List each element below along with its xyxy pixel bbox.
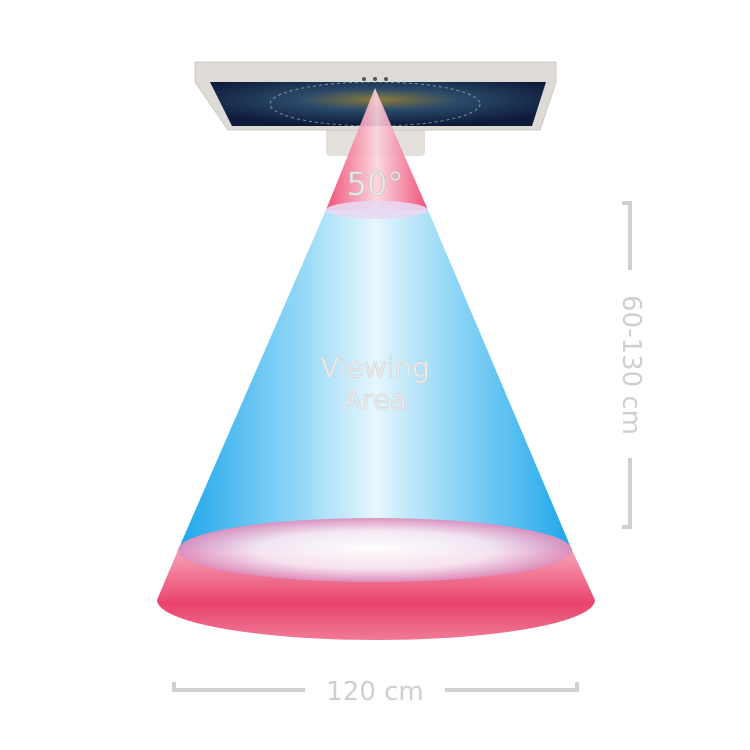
distance-label: 60-130 cm	[616, 295, 646, 435]
area-label-line2: Area	[343, 383, 407, 416]
viewing-cone	[178, 210, 572, 550]
camera-icon	[362, 77, 366, 81]
angle-cone	[326, 88, 428, 210]
viewing-area-ellipse	[178, 518, 572, 582]
width-label: 120 cm	[326, 677, 424, 707]
angle-ellipse	[326, 201, 428, 219]
angle-label: 50°	[347, 165, 404, 203]
distance-dimension	[622, 201, 632, 529]
sensor-icon	[384, 77, 388, 81]
sensor-icon	[373, 77, 377, 81]
area-label-line1: Viewing	[320, 351, 430, 384]
width-dimension	[172, 682, 579, 692]
